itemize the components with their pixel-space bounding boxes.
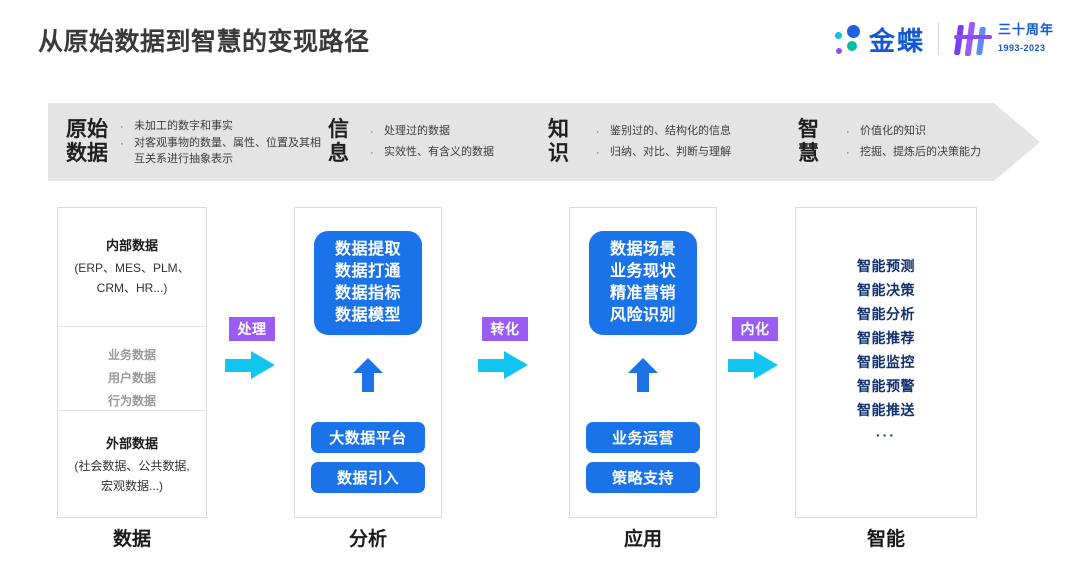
logo-divider [937, 23, 939, 55]
bullet-glyph: · [120, 120, 124, 133]
analysis-card-item: 数据指标 [334, 285, 401, 302]
intelligence-item: 智能预警 [857, 378, 915, 394]
connector-transformation: 转化 [477, 317, 533, 380]
band-bullet-text: 实效性、有含义的数据 [384, 146, 494, 158]
bullet-glyph: · [596, 126, 600, 138]
anniversary-years: 1993-2023 [997, 43, 1046, 53]
anniversary-title: 三十周年 [997, 22, 1054, 38]
band-bullet-text: 鉴别过的、结构化的信息 [610, 125, 731, 137]
intelligence-item: 智能决策 [857, 282, 915, 298]
up-arrow-icon [628, 358, 658, 392]
bullet-glyph: · [596, 147, 600, 159]
kingdee-logo: 金蝶 三十周年 1993-2023 [831, 18, 1054, 60]
connector-processing: 处理 [224, 317, 280, 380]
external-data-sub-line2: 宏观数据...) [101, 479, 163, 493]
internal-data-title: 内部数据 [105, 238, 158, 253]
band-segment-title-line2: 识 [548, 142, 569, 165]
analysis-pill-big-data-platform[interactable]: 大数据平台 [311, 422, 425, 453]
band-bullet-text: 未加工的数字和事实 [134, 119, 233, 132]
column-label-application: 应用 [623, 529, 662, 550]
connector-badge-processing: 处理 [229, 317, 275, 341]
bullet-glyph: · [846, 147, 850, 159]
data-type-item: 行为数据 [107, 394, 156, 408]
anniversary-mark-icon [952, 22, 992, 56]
data-type-item: 用户数据 [107, 371, 156, 385]
connector-badge-internalization: 内化 [732, 317, 778, 341]
bullet-glyph: · [846, 126, 850, 138]
connector-internalization: 内化 [727, 317, 783, 380]
intelligence-item: 智能推荐 [857, 330, 915, 346]
bullet-glyph: · [370, 126, 374, 138]
band-bullet-text: 价值化的知识 [860, 125, 926, 137]
application-card-item: 风险识别 [609, 307, 676, 324]
application-capability-card[interactable]: 数据场景 业务现状 精准营销 风险识别 [589, 231, 697, 335]
band-bullet-text: 处理过的数据 [384, 125, 450, 137]
band-segment-title-line2: 慧 [798, 142, 819, 165]
application-pill-business-operation[interactable]: 业务运营 [586, 422, 700, 453]
bullet-glyph: · [370, 147, 374, 159]
bullet-glyph: · [120, 137, 124, 150]
external-data-sub-line1: (社会数据、公共数据, [74, 459, 190, 473]
intelligence-item: 智能推送 [857, 402, 915, 418]
connector-badge-transformation: 转化 [482, 317, 528, 341]
right-arrow-icon [478, 350, 532, 380]
external-data-title: 外部数据 [105, 436, 158, 451]
band-segment-title-line2: 息 [328, 142, 349, 165]
up-arrow-icon [353, 358, 383, 392]
analysis-pill-data-ingestion[interactable]: 数据引入 [311, 462, 425, 493]
internal-data-sub-line2: CRM、HR...) [96, 281, 168, 295]
internal-data-section: 内部数据 (ERP、MES、PLM、 CRM、HR...) [58, 208, 206, 327]
intelligence-item: 智能监控 [857, 354, 915, 370]
column-data: 内部数据 (ERP、MES、PLM、 CRM、HR...) 业务数据 用户数据 … [57, 207, 207, 518]
band-bullet-text: 挖掘、提炼后的决策能力 [860, 146, 981, 158]
analysis-card-item: 数据模型 [334, 307, 401, 324]
dikw-chevron-band [48, 103, 1040, 181]
intelligence-ellipsis: ··· [876, 427, 896, 443]
internal-data-sub-line1: (ERP、MES、PLM、 [74, 261, 190, 275]
band-segment-information: 信 息 · 处理过的数据 · 实效性、有含义的数据 [328, 103, 494, 181]
logo-dots-icon [831, 22, 865, 56]
band-segment-title-line1: 原始 [66, 118, 108, 142]
page-title: 从原始数据到智慧的变现路径 [38, 28, 370, 56]
anniversary-badge: 三十周年 1993-2023 [952, 22, 1054, 56]
right-arrow-icon [728, 350, 782, 380]
application-pill-strategy-support[interactable]: 策略支持 [586, 462, 700, 493]
band-bullet-text: 归纳、对比、判断与理解 [610, 146, 731, 158]
data-types-section: 业务数据 用户数据 行为数据 [58, 327, 206, 411]
column-label-intelligence: 智能 [866, 529, 905, 550]
application-card-item: 数据场景 [609, 241, 676, 258]
column-intelligence: 智能预测 智能决策 智能分析 智能推荐 智能监控 智能预警 智能推送 ··· [795, 207, 977, 518]
column-label-analysis: 分析 [348, 529, 387, 550]
analysis-card-item: 数据提取 [334, 241, 401, 258]
logo-wordmark: 金蝶 [868, 25, 925, 56]
band-bullet-text: 对客观事物的数量、属性、位置及其相互关系进行抽象表示 [134, 136, 321, 165]
band-segment-knowledge: 知 识 · 鉴别过的、结构化的信息 · 归纳、对比、判断与理解 [548, 103, 731, 181]
band-segment-title-line1: 智 [798, 118, 819, 142]
band-segment-title-line2: 数据 [66, 142, 108, 165]
intelligence-item: 智能分析 [857, 306, 915, 322]
intelligence-item-list: 智能预测 智能决策 智能分析 智能推荐 智能监控 智能预警 智能推送 ··· [796, 254, 976, 448]
band-segment-title-line1: 信 [328, 118, 349, 142]
band-segment-raw-data: 原始 数据 · 未加工的数字和事实 · 对客观事物的数量、属性、位置及其相互关系进行… [66, 103, 324, 181]
data-type-item: 业务数据 [107, 348, 156, 362]
analysis-capability-card[interactable]: 数据提取 数据打通 数据指标 数据模型 [314, 231, 422, 335]
external-data-section: 外部数据 (社会数据、公共数据, 宏观数据...) [58, 411, 206, 518]
intelligence-item: 智能预测 [857, 258, 915, 274]
band-segment-title-line1: 知 [548, 118, 569, 142]
analysis-card-item: 数据打通 [334, 263, 401, 280]
right-arrow-icon [225, 350, 279, 380]
band-segment-wisdom: 智 慧 · 价值化的知识 · 挖掘、提炼后的决策能力 [798, 103, 981, 181]
application-card-item: 精准营销 [609, 285, 676, 302]
dikw-band-content: 原始 数据 · 未加工的数字和事实 · 对客观事物的数量、属性、位置及其相互关系进行… [48, 103, 1040, 181]
application-card-item: 业务现状 [609, 263, 676, 280]
column-label-data: 数据 [112, 529, 151, 550]
